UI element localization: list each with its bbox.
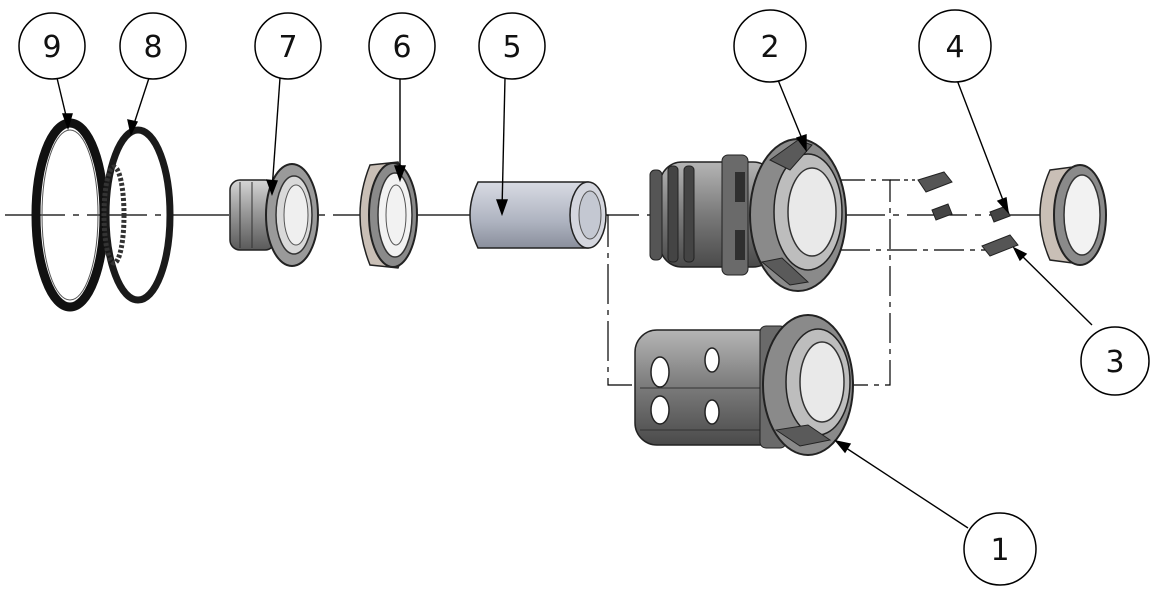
balloon-label-3: 3 [1105, 345, 1124, 380]
balloon-3: 3 [1080, 326, 1150, 396]
balloon-4: 4 [918, 9, 992, 83]
right-bearing [1039, 164, 1107, 266]
part-5-axle-sleeve [469, 181, 607, 249]
part-8-oring [101, 126, 174, 304]
balloon-label-4: 4 [945, 30, 964, 65]
part-2-freehub-body [649, 138, 847, 292]
balloon-9: 9 [18, 12, 86, 80]
balloon-7: 7 [254, 12, 322, 80]
balloon-8: 8 [119, 12, 187, 80]
balloon-label-1: 1 [990, 533, 1009, 568]
balloon-5: 5 [478, 12, 546, 80]
balloon-label-7: 7 [278, 30, 297, 65]
balloon-label-2: 2 [760, 30, 779, 65]
balloon-label-8: 8 [143, 30, 162, 65]
balloon-label-9: 9 [42, 30, 61, 65]
part-1-freehub-body [634, 314, 854, 456]
part-3-pawls [917, 171, 1019, 257]
leader-lines [56, 77, 1093, 529]
balloon-label-5: 5 [502, 30, 521, 65]
balloon-6: 6 [368, 12, 436, 80]
part-4-springs [931, 203, 1011, 223]
balloon-2: 2 [733, 9, 807, 83]
part-6-bearing [359, 161, 418, 269]
balloon-1: 1 [963, 512, 1037, 586]
balloon-label-6: 6 [392, 30, 411, 65]
part-7-end-cap [229, 163, 319, 267]
